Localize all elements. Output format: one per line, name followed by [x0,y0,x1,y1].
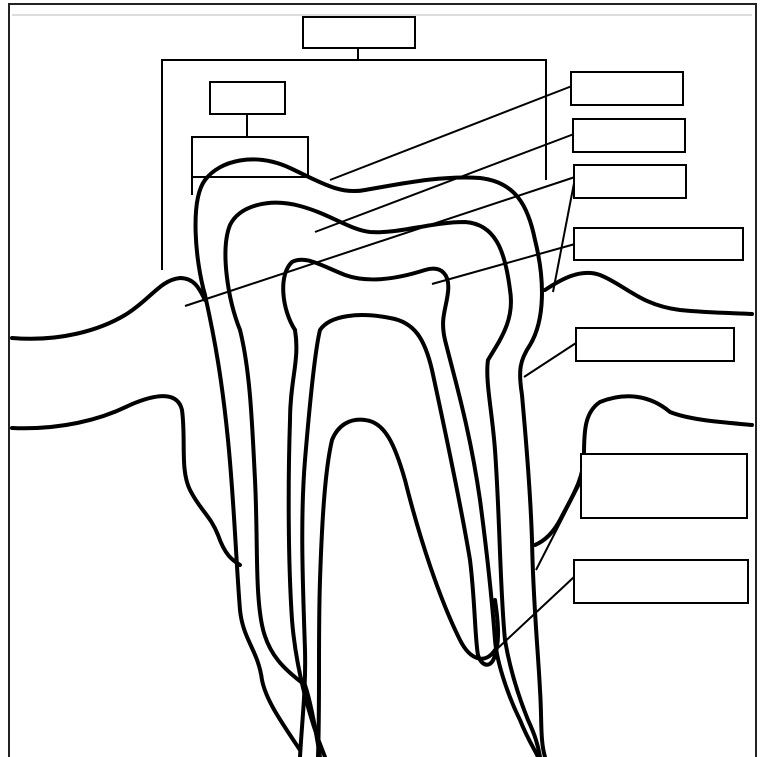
label-box-top [303,17,415,48]
label-box-right-1 [571,72,683,105]
leader-6 [536,482,581,570]
label-box-right-4 [574,228,743,260]
tooth-outer-left-root [205,295,300,750]
label-box-right-3 [574,165,686,198]
dentin-left-root [240,330,320,757]
dentin-outline [225,203,540,757]
bone-line-left [12,396,240,565]
tooth-outer-outline [196,159,545,757]
leader-4 [432,244,575,284]
leader-5 [524,343,576,377]
leader-2 [315,134,574,232]
pulp-inner-loop [300,315,498,757]
label-box-right-2 [573,119,685,152]
label-box-right-7 [574,560,748,603]
pulp-root-arch [318,420,495,757]
leader-3 [185,177,575,306]
label-box-inner-group [210,82,285,114]
gum-line-right [545,273,752,314]
page-border [9,4,756,757]
inner-bracket [192,137,308,195]
label-box-inner-group-sub [192,137,308,177]
gum-line-left [12,278,205,339]
leader-1 [330,86,572,180]
label-box-right-6 [581,454,747,518]
label-box-right-5 [576,328,734,361]
